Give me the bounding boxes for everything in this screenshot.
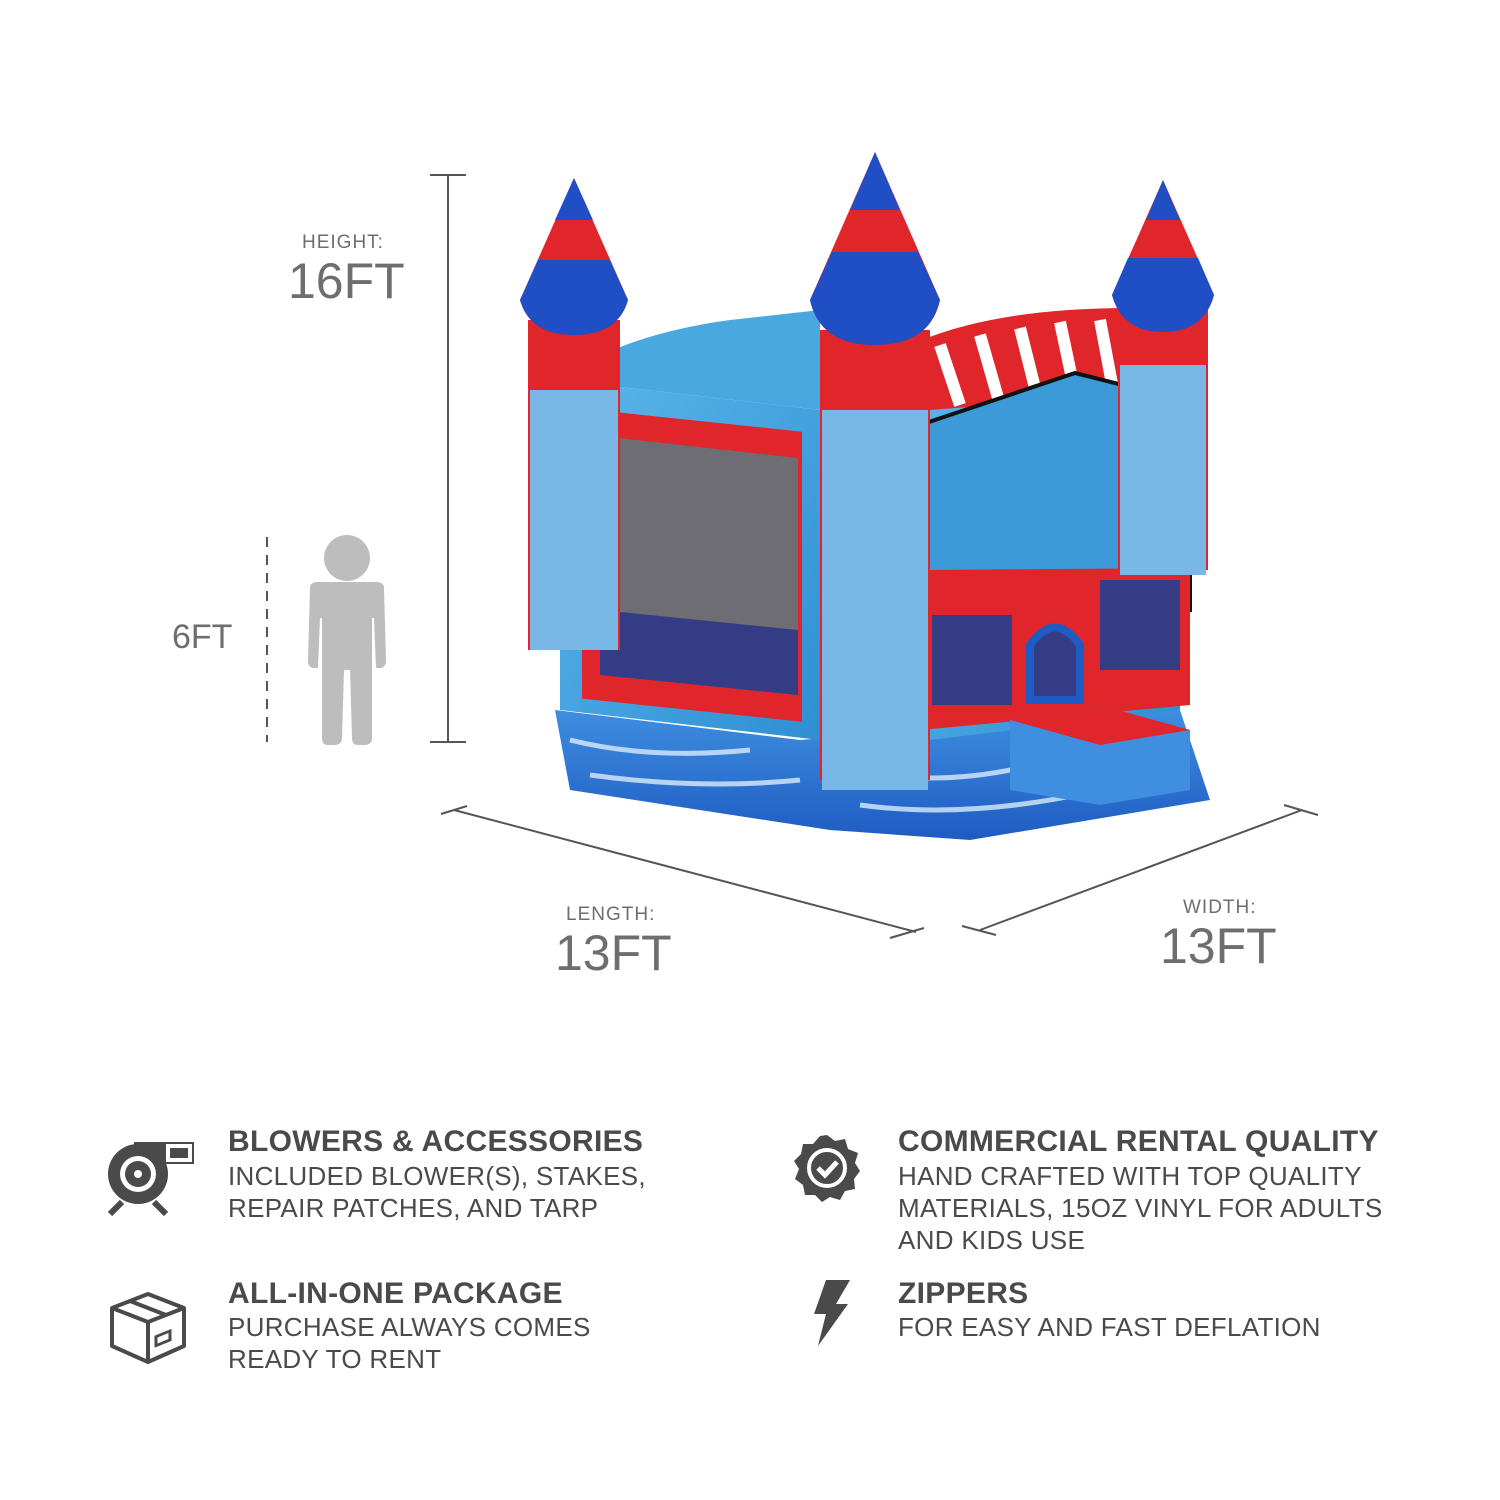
length-label: LENGTH: xyxy=(566,904,656,925)
feature-desc-zippers: FOR EASY AND FAST DEFLATION xyxy=(898,1312,1321,1342)
feature-title-commercial: COMMERCIAL RENTAL QUALITY xyxy=(898,1125,1379,1158)
feature-desc-commercial: HAND CRAFTED WITH TOP QUALITY MATERIALS,… xyxy=(898,1161,1383,1255)
width-label: WIDTH: xyxy=(1183,897,1257,918)
blower-icon xyxy=(107,1142,194,1217)
person-silhouette-icon xyxy=(308,535,386,745)
bounce-house-image xyxy=(520,152,1214,840)
feature-desc-blowers: INCLUDED BLOWER(S), STAKES, REPAIR PATCH… xyxy=(228,1161,646,1223)
lightning-icon xyxy=(814,1280,850,1346)
badge-check-icon xyxy=(794,1135,860,1202)
feature-title-zippers: ZIPPERS xyxy=(898,1277,1029,1310)
height-value: 16FT xyxy=(288,253,405,309)
tower-middle xyxy=(810,152,940,790)
tower-right xyxy=(1112,180,1214,575)
width-value: 13FT xyxy=(1160,918,1277,974)
feature-title-blowers: BLOWERS & ACCESSORIES xyxy=(228,1125,644,1158)
tower-left xyxy=(520,178,628,650)
feature-desc-package: PURCHASE ALWAYS COMES READY TO RENT xyxy=(228,1312,591,1374)
height-label: HEIGHT: xyxy=(302,232,384,253)
box-icon xyxy=(110,1292,186,1364)
length-value: 13FT xyxy=(555,925,672,981)
person-height-value: 6FT xyxy=(172,618,233,656)
feature-title-package: ALL-IN-ONE PACKAGE xyxy=(228,1277,563,1310)
